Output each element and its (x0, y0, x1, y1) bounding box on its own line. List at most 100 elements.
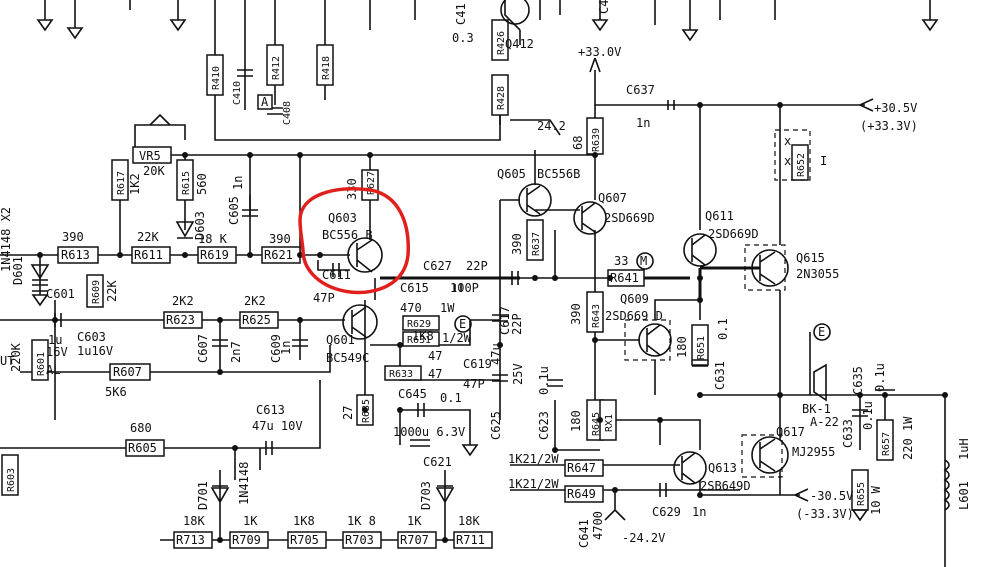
value-c603: 1u16V (77, 344, 113, 358)
label-r643: R643 (591, 304, 602, 328)
label-r627: R627 (366, 171, 377, 195)
value-220-1w: 220 1W (901, 416, 915, 460)
label-d603: D603 (193, 211, 207, 240)
type-q605: BC556B (537, 167, 580, 181)
label-r631: R631 (407, 335, 431, 346)
rail-minus-24-2: -24.2V (622, 531, 665, 545)
label-r607: R607 (113, 365, 142, 379)
label-r645: R645 (591, 412, 602, 436)
value-180a: 180 (569, 410, 583, 432)
value-c601-v: 16V (46, 345, 68, 359)
label-r418: R418 (321, 56, 332, 80)
label-r709: R709 (232, 533, 261, 547)
label-r617: R617 (116, 171, 127, 195)
label-r707: R707 (400, 533, 429, 547)
label-r615: R615 (181, 171, 192, 195)
type-d601: 1N4148 X2 (0, 207, 13, 272)
label-r635: R635 (361, 399, 372, 423)
marker-ut: UT (0, 354, 14, 368)
label-c41x: C41 (454, 3, 468, 25)
label-r625: R625 (242, 313, 271, 327)
value-c617: 22P (510, 313, 524, 335)
label-c601: C601 (46, 287, 75, 301)
value-1k-b: 1K (407, 514, 422, 528)
value-c615: 100P (450, 281, 479, 295)
label-r605: R605 (128, 441, 157, 455)
label-q615: Q615 (796, 251, 825, 265)
value-1k-a: 1K (243, 514, 258, 528)
label-c607: C607 (196, 334, 210, 363)
label-r633: R633 (389, 369, 413, 380)
type-q601: BC549C (326, 351, 369, 365)
rail-plus-33-3: (+33.3V) (860, 119, 918, 133)
label-r621: R621 (264, 248, 293, 262)
capacitor-labels: C410 C408 C41 0.3 C4 C637 1n C605 1n C61… (46, 0, 887, 548)
value-390b: 390 (269, 232, 291, 246)
label-r652: R652 (796, 153, 807, 177)
value-22k-b: 22K (105, 280, 119, 302)
label-c410: C410 (232, 81, 243, 105)
value-c645: 0.1 (440, 391, 462, 405)
label-c609: C609 (269, 334, 283, 363)
label-q607: Q607 (598, 191, 627, 205)
inductor-coil (943, 459, 950, 511)
value-47a: 47 (428, 349, 442, 363)
label-r623: R623 (166, 313, 195, 327)
label-c637: C637 (626, 83, 655, 97)
value-c627: 22P (466, 259, 488, 273)
value-470: 470 (400, 301, 422, 315)
value-18k-b: 18K (458, 514, 480, 528)
label-c623: C623 (537, 411, 551, 440)
value-c637: 1n (636, 116, 650, 130)
label-q603: Q603 (328, 211, 357, 225)
label-c631: C631 (713, 361, 727, 390)
label-r655: R655 (856, 482, 867, 506)
label-r649: R649 (567, 487, 596, 501)
label-c625: C625 (489, 411, 503, 440)
test-point-markers (257, 94, 831, 402)
value-1k8: 1K8 (412, 329, 434, 343)
value-33: 33 (614, 254, 628, 268)
rail-24-2: 24.2 (537, 119, 566, 133)
label-c635: C635 (851, 366, 865, 395)
value-560: 560 (195, 173, 209, 195)
capacitor-plates (32, 69, 895, 497)
resistor-designators: R410 R412 R418 R426 R428 R617 R615 R627 … (6, 31, 892, 547)
value-c613: 47u 10V (252, 419, 303, 433)
rail-minus-30-5: -30.5V (810, 489, 853, 503)
value-1-2w: 1/2W (442, 331, 472, 345)
rail-labels: +33.0V +30.5V (+33.3V) -30.5V (-33.3V) 2… (537, 45, 918, 545)
label-rx1: RX1 (604, 414, 615, 432)
label-c645: C645 (398, 387, 427, 401)
label-r609: R609 (91, 280, 102, 304)
marker-x2: x (784, 154, 791, 168)
value-1k2: 1K2 (128, 173, 142, 195)
label-r711: R711 (456, 533, 485, 547)
label-c629: C629 (652, 505, 681, 519)
type-q611: 2SD669D (708, 227, 759, 241)
diode-symbols (30, 221, 455, 504)
label-q412: Q412 (505, 37, 534, 51)
value-47b: 47 (428, 367, 442, 381)
label-c4x: C4 (597, 0, 611, 14)
value-c601: 1u (48, 333, 62, 347)
label-c617: C617 (498, 306, 512, 335)
marker-m: M (640, 254, 647, 268)
value-l601: 1uH (957, 438, 971, 460)
value-68: 68 (571, 136, 585, 150)
label-r703: R703 (345, 533, 374, 547)
marker-x1: x (784, 134, 791, 148)
label-c619: C619 (463, 357, 492, 371)
label-r641: R641 (610, 271, 639, 285)
type-q609: 2SD669 D (605, 309, 663, 323)
label-d601: D601 (11, 256, 25, 285)
label-c603: C603 (77, 330, 106, 344)
type-q603: BC556 B (322, 228, 373, 242)
value-2n7: 2n7 (229, 341, 243, 363)
diode-labels: D603 D601 1N4148 X2 D701 1N4148 D703 L60… (0, 207, 971, 510)
label-c641: C641 (577, 519, 591, 548)
label-q617: Q617 (776, 425, 805, 439)
value-47p: 47P (313, 291, 335, 305)
value-18k-a: 18K (183, 514, 205, 528)
label-a22: A-22 (810, 415, 839, 429)
